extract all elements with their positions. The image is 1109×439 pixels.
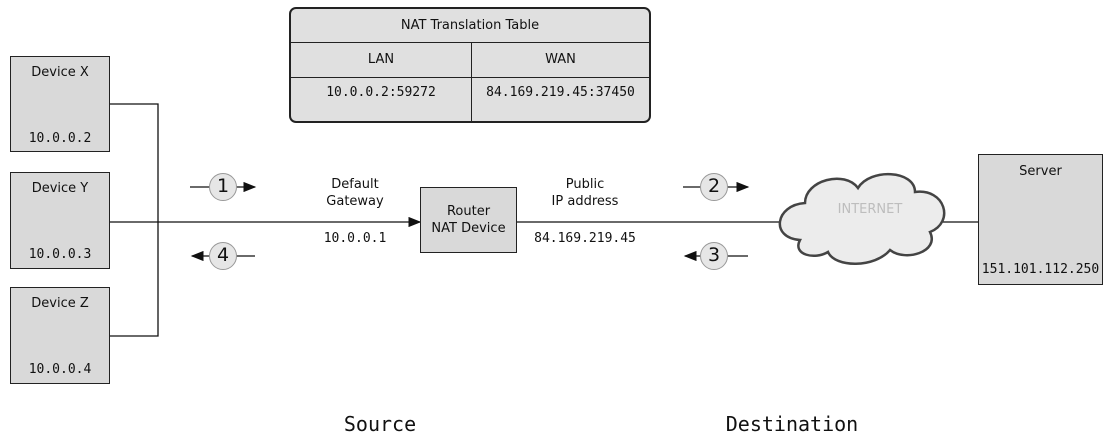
nat-translation-table: NAT Translation Table LAN WAN 10.0.0.2:5… bbox=[289, 7, 651, 123]
nat-table-wan-cell: 84.169.219.45:37450 bbox=[486, 85, 635, 100]
router-line2: NAT Device bbox=[431, 221, 506, 236]
server-name: Server bbox=[1019, 164, 1062, 179]
destination-label: Destination bbox=[725, 412, 859, 436]
server-box: Server 151.101.112.250 bbox=[978, 154, 1103, 285]
device-y-name: Device Y bbox=[31, 181, 89, 196]
internet-cloud-icon bbox=[778, 173, 946, 265]
nat-table-header-wan: WAN bbox=[545, 52, 576, 67]
step-1-marker: 1 bbox=[209, 173, 237, 201]
default-gateway-line1: Default bbox=[331, 177, 379, 192]
device-x-ip: 10.0.0.2 bbox=[28, 131, 92, 146]
public-ip-line1: Public bbox=[565, 177, 605, 192]
source-label: Source bbox=[343, 412, 417, 436]
device-y-ip: 10.0.0.3 bbox=[28, 247, 92, 262]
step-3-marker: 3 bbox=[700, 242, 728, 270]
device-z-name: Device Z bbox=[31, 296, 89, 311]
device-x-box: Device X 10.0.0.2 bbox=[10, 56, 110, 152]
server-ip: 151.101.112.250 bbox=[981, 262, 1100, 277]
nat-table-lan-cell: 10.0.0.2:59272 bbox=[291, 77, 472, 121]
nat-table-header-lan: LAN bbox=[291, 42, 472, 77]
device-y-box: Device Y 10.0.0.3 bbox=[10, 172, 110, 269]
device-z-ip: 10.0.0.4 bbox=[28, 362, 92, 377]
default-gateway-line2: Gateway bbox=[326, 194, 384, 209]
lan-wiring bbox=[110, 103, 422, 337]
router-box: Router NAT Device bbox=[420, 187, 517, 253]
public-ip-address: 84.169.219.45 bbox=[534, 231, 636, 246]
router-line1: Router bbox=[446, 204, 491, 219]
device-x-name: Device X bbox=[31, 65, 89, 80]
public-ip-line2: IP address bbox=[551, 194, 619, 209]
device-z-box: Device Z 10.0.0.4 bbox=[10, 287, 110, 384]
public-ip-label: Public IP address bbox=[535, 176, 635, 210]
default-gateway-label: Default Gateway bbox=[305, 176, 405, 210]
internet-label: INTERNET bbox=[837, 202, 903, 217]
gateway-ip: 10.0.0.1 bbox=[323, 231, 387, 246]
router-label: Router NAT Device bbox=[421, 203, 516, 237]
step-2-marker: 2 bbox=[700, 173, 728, 201]
nat-table-title: NAT Translation Table bbox=[400, 18, 540, 33]
step-4-marker: 4 bbox=[209, 242, 237, 270]
